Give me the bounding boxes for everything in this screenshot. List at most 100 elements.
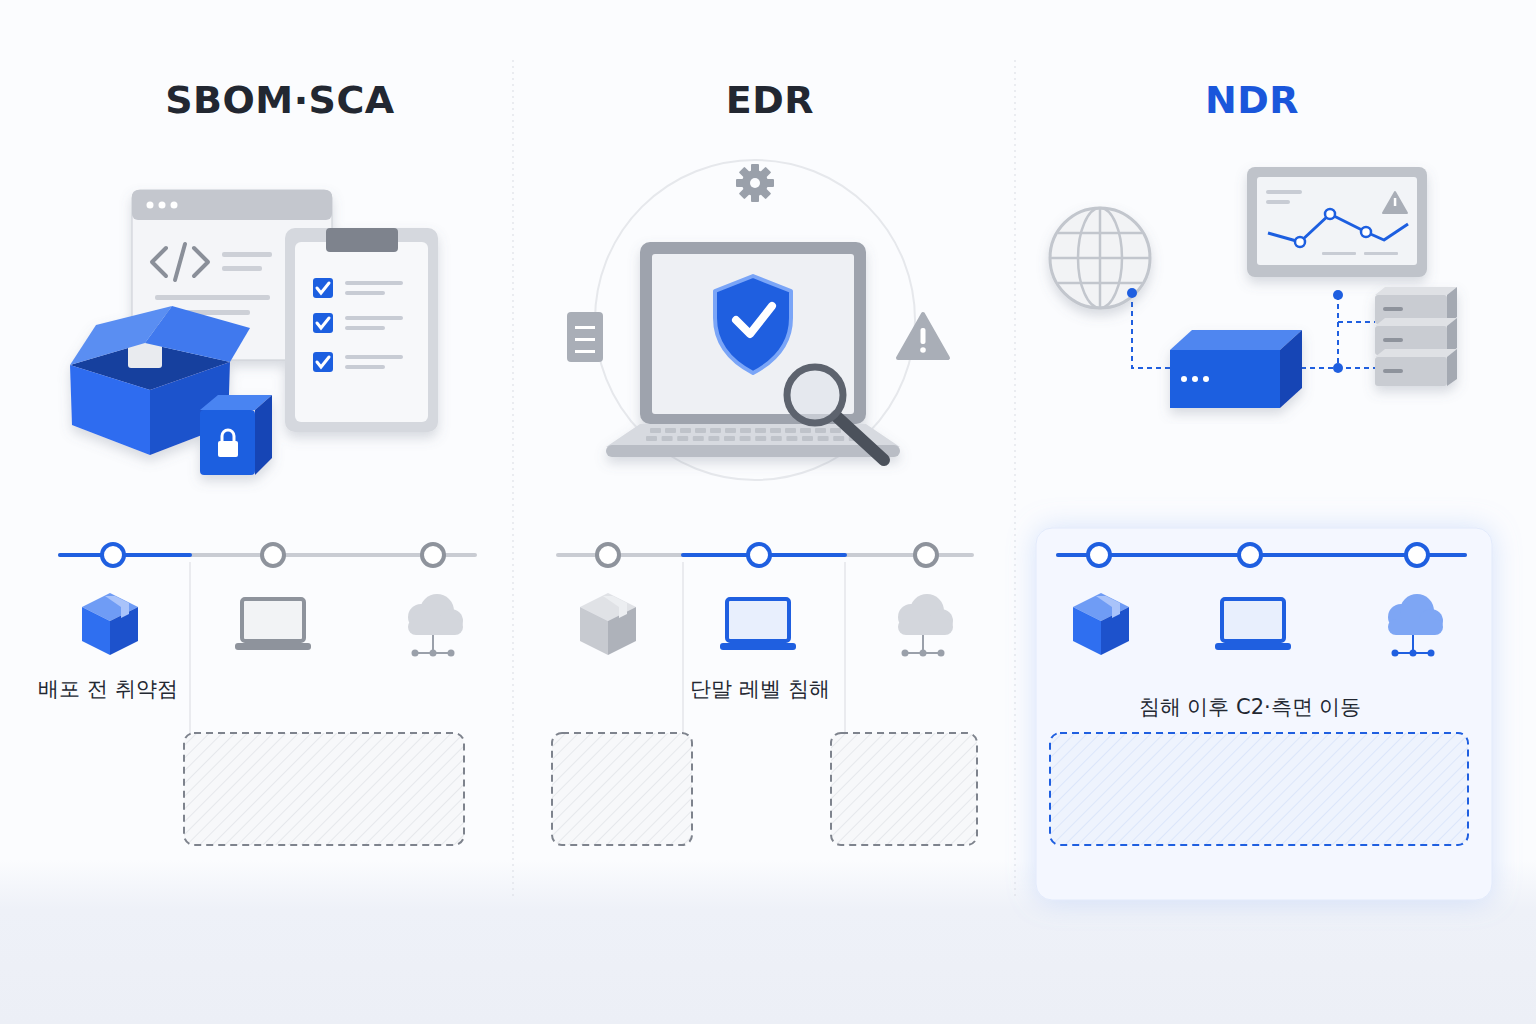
cloud-part <box>408 619 463 635</box>
appliance-led <box>1192 376 1198 382</box>
timeline-stop <box>597 544 619 566</box>
cloud-node <box>1410 650 1417 657</box>
highlight-panel <box>1036 528 1492 900</box>
laptop-screen-frame <box>640 242 866 424</box>
monitor-line <box>1364 252 1398 255</box>
cloud-node <box>1428 650 1435 657</box>
tool-column: SBOM·SCA배포 전 취약점 <box>0 0 513 1024</box>
code-line <box>222 252 272 257</box>
checkbox <box>313 278 333 298</box>
laptop-key <box>724 436 735 441</box>
stage-caption: 단말 레벨 침해 <box>690 675 829 703</box>
laptop-base <box>606 445 900 457</box>
column-divider <box>513 60 514 900</box>
laptop-key <box>693 436 704 441</box>
cloud-node <box>920 650 927 657</box>
endpoint-screen <box>1222 599 1284 641</box>
lock-shackle <box>222 430 234 442</box>
timeline-stop <box>1239 544 1261 566</box>
stage-divider <box>189 562 191 733</box>
laptop-key <box>662 436 673 441</box>
laptop-key <box>818 436 829 441</box>
appliance-top <box>1170 330 1302 350</box>
laptop-key <box>665 428 676 433</box>
timeline-stop <box>1088 544 1110 566</box>
chart-point <box>1325 209 1335 219</box>
cloud-node <box>430 650 437 657</box>
laptop-key <box>755 428 766 433</box>
package-left <box>1073 607 1101 655</box>
monitor-line <box>1322 252 1356 255</box>
laptop-key <box>650 428 661 433</box>
laptop-key <box>710 428 721 433</box>
laptop-key <box>755 436 766 441</box>
box-flap <box>145 306 250 362</box>
placeholder-box <box>831 733 977 845</box>
column-divider <box>1015 60 1016 900</box>
cloud-node <box>412 650 419 657</box>
gear-icon <box>736 164 774 202</box>
window-dot <box>171 202 178 209</box>
laptop-key <box>771 436 782 441</box>
monitor-screen <box>1257 177 1417 265</box>
laptop-key <box>786 436 797 441</box>
endpoint-base <box>720 643 796 650</box>
lock-cube-front <box>200 410 255 475</box>
laptop-key <box>725 428 736 433</box>
package-icon <box>580 593 636 655</box>
package-tape <box>1096 596 1120 618</box>
appliance-side <box>1280 330 1302 408</box>
server-stack <box>1375 287 1457 386</box>
link-dot <box>1333 363 1343 373</box>
checkbox <box>313 352 333 372</box>
appliance-led <box>1181 376 1187 382</box>
laptop-key <box>740 428 751 433</box>
warning-mark <box>921 328 926 344</box>
monitor-frame <box>1247 167 1427 277</box>
package-tape <box>603 596 627 618</box>
timeline-stop <box>748 544 770 566</box>
timeline-stop <box>102 544 124 566</box>
link-dot <box>1333 290 1343 300</box>
cloud-node <box>1392 650 1399 657</box>
laptop-key <box>830 428 841 433</box>
check-mark <box>317 283 329 293</box>
gear-hole <box>750 178 760 188</box>
clipboard <box>285 228 438 432</box>
document-line <box>575 338 595 341</box>
laptop-key <box>770 428 781 433</box>
endpoint-base <box>235 643 311 650</box>
clipboard-clip <box>326 228 398 252</box>
server-top <box>1375 287 1457 295</box>
timelines <box>60 544 1468 845</box>
server-slot <box>1383 369 1403 373</box>
endpoint-screen <box>727 599 789 641</box>
server-slot <box>1383 307 1403 311</box>
chart-point <box>1295 237 1305 247</box>
cloud-icon <box>408 594 463 657</box>
cloud-part <box>898 619 953 635</box>
warning-dot <box>920 347 926 353</box>
monitor-line <box>1266 190 1302 194</box>
box-front <box>70 365 150 455</box>
cloud-node <box>448 650 455 657</box>
sensor-appliance <box>1170 330 1302 408</box>
server-top <box>1375 349 1457 357</box>
cloud-icon <box>1388 594 1443 657</box>
edr-illustration <box>567 160 948 480</box>
laptop-key <box>708 436 719 441</box>
shield-icon <box>715 276 791 373</box>
endpoint-icon <box>720 599 796 650</box>
traffic-chart <box>1268 214 1408 242</box>
globe-icon <box>1050 208 1150 308</box>
chart-point <box>1361 227 1371 237</box>
laptop-key <box>740 436 751 441</box>
window-dot <box>159 202 166 209</box>
server-slot <box>1383 338 1403 342</box>
laptop-key <box>815 428 826 433</box>
monitor-line <box>1266 200 1290 204</box>
server-top <box>1375 318 1457 326</box>
laptop <box>606 242 900 457</box>
endpoint-icon <box>1215 599 1291 650</box>
